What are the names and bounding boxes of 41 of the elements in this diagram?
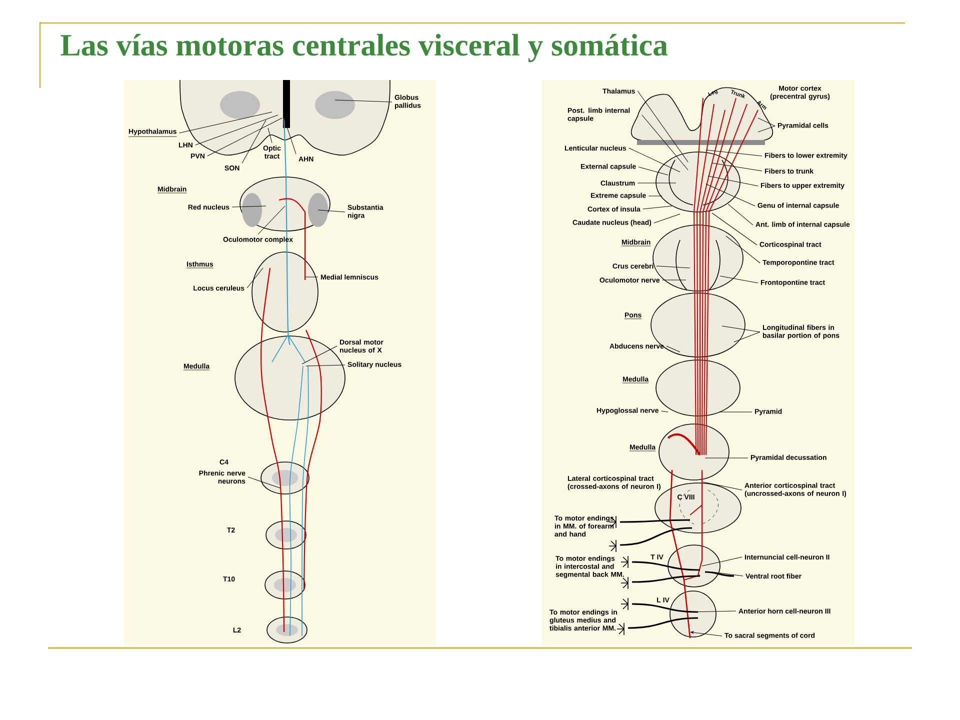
- leader-line: [268, 128, 272, 144]
- leader-line: [638, 166, 668, 176]
- leader-line: [246, 268, 264, 288]
- leader-line: [702, 482, 742, 490]
- leader-line: [726, 236, 760, 264]
- leader-line: [712, 572, 744, 576]
- leader-line: [656, 266, 690, 268]
- leader-line: [706, 184, 756, 206]
- leader-line: [712, 162, 762, 172]
- leader-line: [666, 346, 680, 352]
- leader-line: [654, 214, 680, 224]
- leader-line: [758, 118, 776, 126]
- leader-line: [708, 176, 758, 186]
- leader-line: [722, 326, 760, 332]
- leader-line: [690, 610, 736, 612]
- leader-line: [702, 556, 742, 566]
- leader-line: [690, 631, 722, 636]
- leader-line: [306, 364, 346, 366]
- leader-line: [734, 332, 760, 342]
- leader-line: [712, 212, 758, 246]
- leader-line: [642, 114, 688, 170]
- leader-line: [242, 120, 266, 164]
- leader-line: [642, 206, 672, 210]
- leader-line: [302, 346, 338, 364]
- leader-line: [637, 90, 688, 162]
- leader-line: [195, 114, 278, 146]
- leader-line: [207, 118, 282, 156]
- slide-title: Las vías motoras centrales visceral y somática: [60, 34, 668, 62]
- leader-line: [248, 476, 280, 488]
- leader-line: [284, 118, 296, 154]
- leader-line: [720, 276, 758, 284]
- leader-line: [628, 148, 680, 172]
- leader-line: [706, 150, 762, 156]
- leader-line: [304, 276, 318, 278]
- leader-line: [334, 100, 392, 102]
- leader-line: [178, 112, 272, 134]
- leader-line: [661, 410, 668, 412]
- leader-line: [637, 182, 676, 184]
- leader-line: [318, 210, 346, 212]
- leader-line: [758, 126, 776, 132]
- leader-line: [728, 204, 754, 226]
